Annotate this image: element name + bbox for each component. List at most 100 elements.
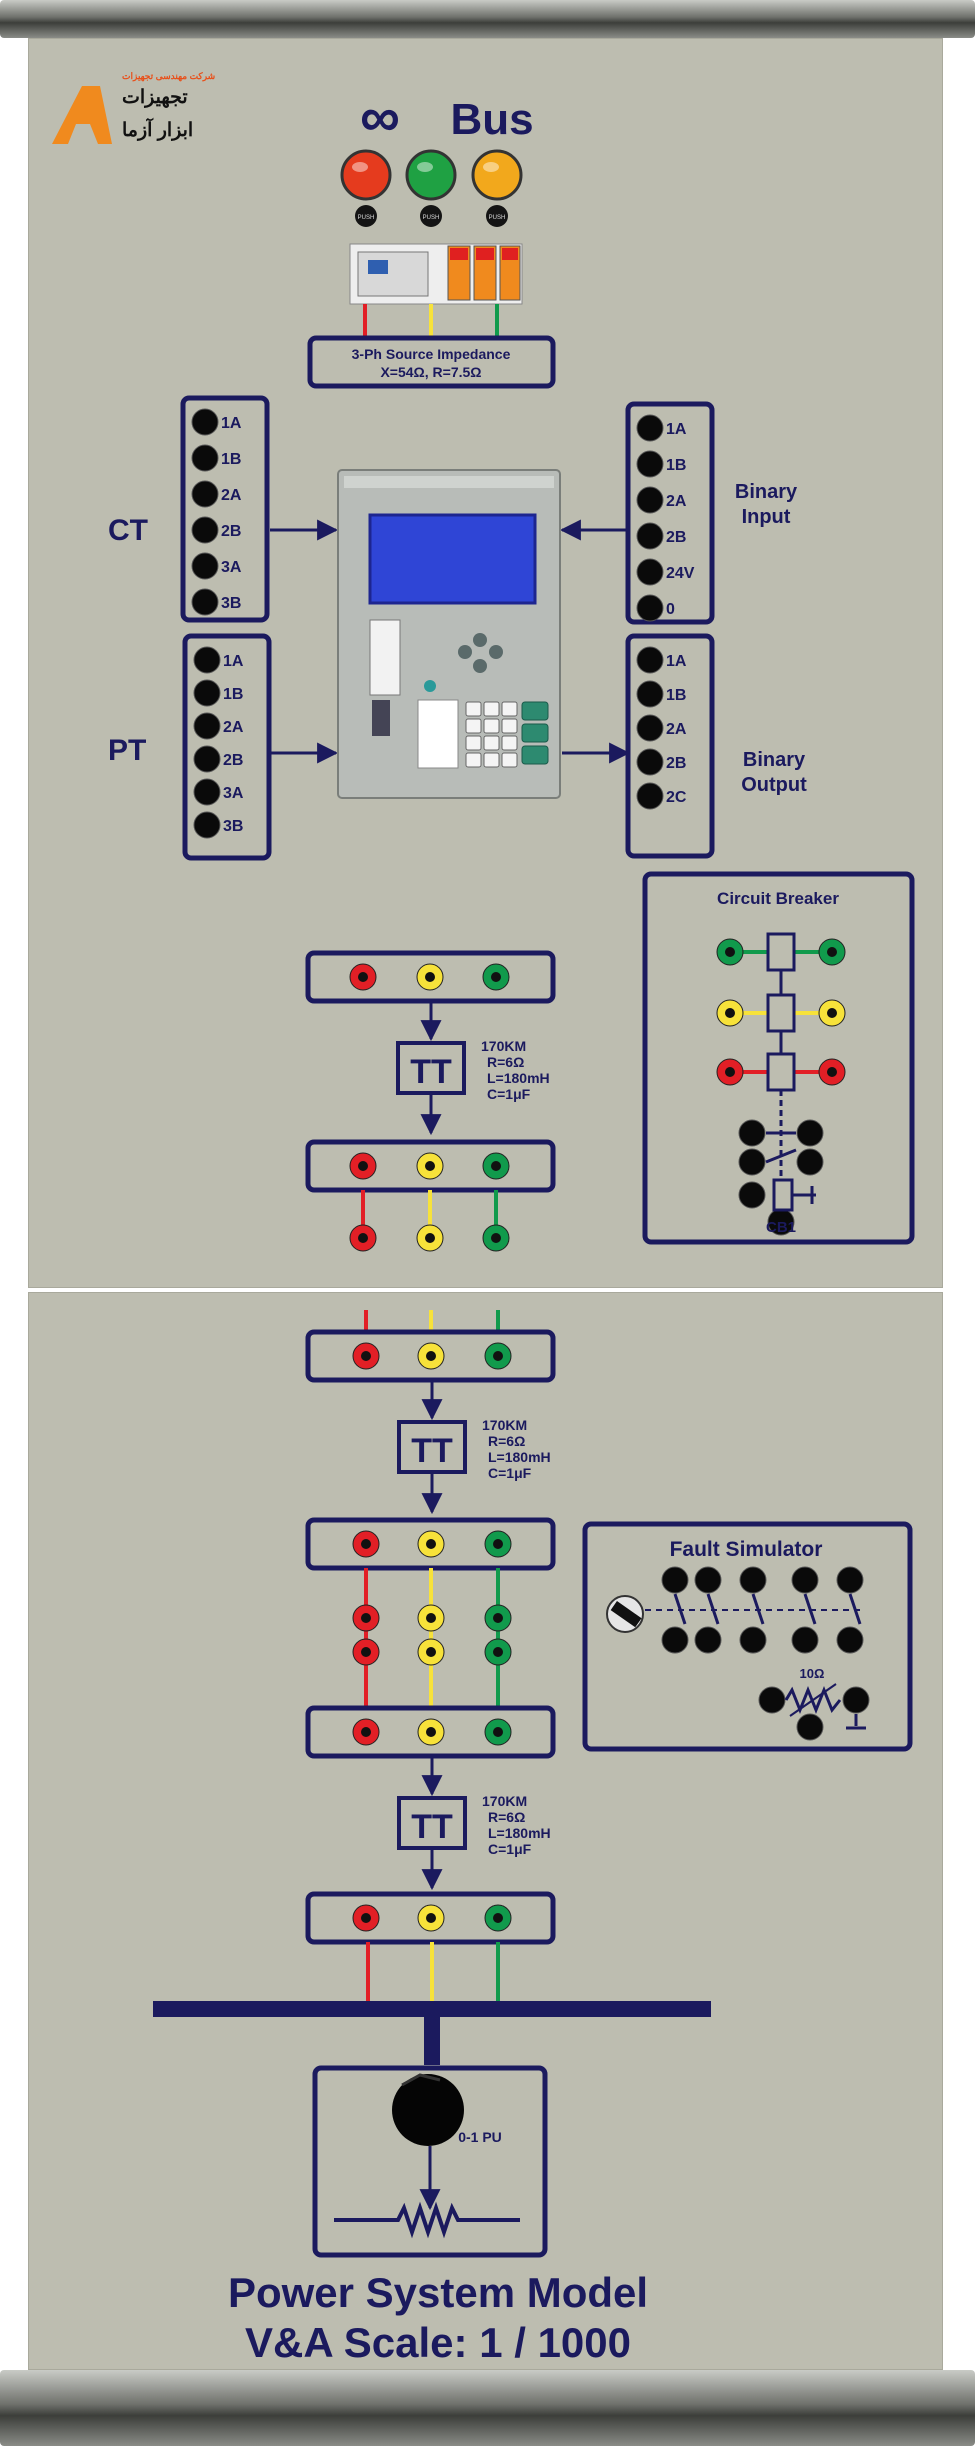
binary_input-terminal-2[interactable] (636, 450, 664, 478)
ct-label: CT (108, 514, 148, 547)
ct-terminal-4[interactable] (191, 516, 219, 544)
relay-reset-button[interactable] (424, 680, 436, 692)
indicator-lamp-3[interactable] (471, 149, 523, 201)
protection-relay[interactable] (337, 469, 561, 799)
binary_input-terminal-1[interactable] (636, 414, 664, 442)
fault-resistor-terminal-1[interactable] (758, 1686, 786, 1714)
phase-red-jack-mid-b-hole (361, 1647, 371, 1657)
relay-key-2[interactable] (483, 701, 500, 717)
cb-red-out-jack-hole (827, 1067, 837, 1077)
relay-nav-left-button[interactable] (458, 645, 472, 659)
relay-nav-down-button[interactable] (473, 659, 487, 673)
relay-function-key-1[interactable] (521, 701, 549, 721)
pt-terminal-label-6: 3B (223, 818, 243, 835)
binary_output-terminal-4[interactable] (636, 748, 664, 776)
relay-key-11[interactable] (483, 752, 500, 768)
binary_input-terminal-label-1: 1A (666, 421, 687, 438)
phase-yellow-jack-out-1-hole (425, 1233, 435, 1243)
lamp-push-button-2[interactable] (420, 205, 442, 227)
lamp-push-button-3[interactable] (486, 205, 508, 227)
relay-key-4[interactable] (465, 718, 482, 734)
logo-small-text: شرکت مهندسی تجهیزات (122, 71, 215, 82)
lamp-push-button-1[interactable] (355, 205, 377, 227)
fault-resistor-terminal-3[interactable] (796, 1713, 824, 1741)
pt-terminal-1[interactable] (193, 646, 221, 674)
ct-terminal-2[interactable] (191, 444, 219, 472)
ct-terminal-label-1: 1A (221, 415, 242, 432)
ct-terminal-5[interactable] (191, 552, 219, 580)
line-capacitance-label-2: C=1μF (488, 1465, 532, 1481)
fault-resistor-terminal-2[interactable] (842, 1686, 870, 1714)
binary_output-terminal-1[interactable] (636, 646, 664, 674)
relay-nav-up-button[interactable] (473, 633, 487, 647)
relay-function-key-2[interactable] (521, 723, 549, 743)
binary_output-terminal-2[interactable] (636, 680, 664, 708)
cb-aux-terminal-4[interactable] (796, 1148, 824, 1176)
relay-key-1[interactable] (465, 701, 482, 717)
main-bus-bar (153, 2001, 711, 2017)
lamp-highlight-1 (352, 162, 368, 172)
phase-green-jack-mid-b-hole (493, 1647, 503, 1657)
indicator-lamp-1[interactable] (340, 149, 392, 201)
fault-terminal-bottom-5[interactable] (836, 1626, 864, 1654)
relay-key-3[interactable] (501, 701, 518, 717)
relay-function-key-3[interactable] (521, 745, 549, 765)
pt-terminal-label-5: 3A (223, 785, 244, 802)
indicator-lamp-2[interactable] (405, 149, 457, 201)
phase-green-jack-out-1-hole (491, 1233, 501, 1243)
line-capacitance-label-1: C=1μF (487, 1086, 531, 1102)
fault-terminal-bottom-4[interactable] (791, 1626, 819, 1654)
load-control-knob[interactable] (392, 2074, 464, 2146)
relay-key-6[interactable] (501, 718, 518, 734)
ct-terminal-label-6: 3B (221, 595, 241, 612)
relay-key-12[interactable] (501, 752, 518, 768)
relay-key-10[interactable] (465, 752, 482, 768)
binary_output-terminal-label-1: 1A (666, 653, 687, 670)
fault-terminal-bottom-1[interactable] (661, 1626, 689, 1654)
source-impedance-box (307, 335, 556, 389)
fault-terminal-top-5[interactable] (836, 1566, 864, 1594)
ct-terminal-3[interactable] (191, 480, 219, 508)
relay-nav-right-button[interactable] (489, 645, 503, 659)
binary_output-terminal-5[interactable] (636, 782, 664, 810)
phase-green-jack-mid-a-hole (493, 1613, 503, 1623)
fault-terminal-top-2[interactable] (694, 1566, 722, 1594)
pt-terminal-2[interactable] (193, 679, 221, 707)
binary_input-terminal-4[interactable] (636, 522, 664, 550)
ct-terminal-label-5: 3A (221, 559, 242, 576)
fault-terminal-top-1[interactable] (661, 1566, 689, 1594)
breaker-module[interactable] (349, 243, 523, 305)
lamp-push-tag-2: PUSH (423, 215, 440, 221)
relay-key-9[interactable] (501, 735, 518, 751)
cb-aux-terminal-5[interactable] (738, 1181, 766, 1209)
binary_input-terminal-5[interactable] (636, 558, 664, 586)
relay-key-7[interactable] (465, 735, 482, 751)
pt-terminal-5[interactable] (193, 778, 221, 806)
binary_input-terminal-3[interactable] (636, 486, 664, 514)
pt-terminal-3[interactable] (193, 712, 221, 740)
binary-input-label-2: Input (742, 506, 791, 528)
fault-terminal-top-4[interactable] (791, 1566, 819, 1594)
cb-aux-terminal-1[interactable] (738, 1119, 766, 1147)
fault-resistor-variable-arrow (789, 1683, 837, 1717)
circuit-breaker-box (642, 871, 915, 1245)
pt-terminal-6[interactable] (193, 811, 221, 839)
binary_input-terminal-6[interactable] (636, 594, 664, 622)
fault-terminal-bottom-3[interactable] (739, 1626, 767, 1654)
cb-aux-terminal-2[interactable] (796, 1119, 824, 1147)
relay-keypad[interactable] (465, 701, 549, 768)
relay-key-8[interactable] (483, 735, 500, 751)
binary_output-terminal-3[interactable] (636, 714, 664, 742)
line-length-label-3: 170KM (482, 1793, 527, 1809)
ct-terminal-1[interactable] (191, 408, 219, 436)
pt-terminal-4[interactable] (193, 745, 221, 773)
cb-aux-terminal-3[interactable] (738, 1148, 766, 1176)
fault-terminal-top-3[interactable] (739, 1566, 767, 1594)
ct-terminal-6[interactable] (191, 588, 219, 616)
relay-serial-port[interactable] (372, 700, 390, 736)
fault-terminal-bottom-2[interactable] (694, 1626, 722, 1654)
phase-yellow-jack-5-hole (426, 1727, 436, 1737)
binary_input-terminal-label-6: 0 (666, 601, 675, 618)
relay-key-5[interactable] (483, 718, 500, 734)
